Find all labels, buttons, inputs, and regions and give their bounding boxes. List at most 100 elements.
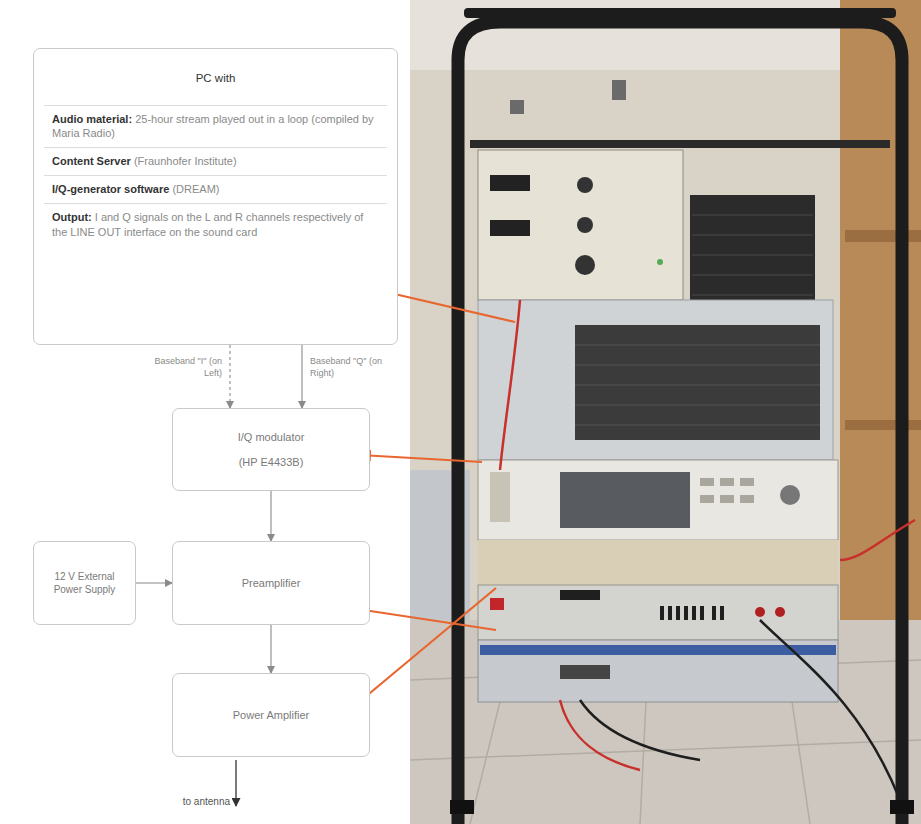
photo-detail bbox=[890, 800, 914, 814]
photo-detail bbox=[845, 230, 921, 242]
photo-detail bbox=[775, 607, 785, 617]
text-row: PC with bbox=[44, 49, 387, 105]
edge-label: Baseband "Q" (on Right) bbox=[310, 356, 392, 379]
signal-arrow bbox=[229, 345, 230, 408]
section-heading: I/Q-generator software bbox=[52, 183, 169, 195]
photo-detail bbox=[560, 472, 690, 528]
photo-detail bbox=[478, 150, 683, 300]
photo-detail bbox=[478, 585, 838, 640]
photo-detail bbox=[575, 405, 820, 406]
photo-detail bbox=[660, 606, 724, 620]
text-row: Content Server (Fraunhofer Institute) bbox=[44, 147, 387, 175]
photo-detail bbox=[700, 478, 754, 503]
photo-detail bbox=[845, 420, 921, 430]
photo-detail bbox=[410, 0, 921, 824]
section-heading: PC with bbox=[196, 72, 236, 84]
edge-label: Baseband "I" (on Left) bbox=[140, 356, 222, 379]
photo-detail bbox=[612, 80, 626, 100]
photo-detail bbox=[490, 598, 504, 610]
box-label: (HP E4433B) bbox=[239, 455, 304, 470]
photo-detail bbox=[692, 215, 813, 295]
photo-detail bbox=[700, 478, 714, 486]
section-text: I and Q signals on the L and R channels … bbox=[52, 211, 363, 238]
photo-detail bbox=[575, 255, 595, 275]
photo-detail bbox=[780, 485, 800, 505]
signal-arrow bbox=[270, 625, 271, 673]
section-text: (Fraunhofer Institute) bbox=[134, 155, 237, 167]
photo-detail bbox=[720, 478, 734, 486]
photo-detail bbox=[575, 345, 820, 346]
photo-detail bbox=[575, 385, 820, 386]
photo-detail bbox=[840, 0, 921, 620]
photo-detail bbox=[478, 640, 838, 702]
photo-detail bbox=[692, 255, 813, 256]
text-row: Output: I and Q signals on the L and R c… bbox=[44, 203, 387, 246]
photo-detail bbox=[700, 495, 714, 503]
text-row: Audio material: 25-hour stream played ou… bbox=[44, 105, 387, 148]
photo-detail bbox=[470, 140, 890, 148]
photo-detail bbox=[464, 8, 896, 18]
photo-detail bbox=[700, 606, 704, 620]
photo-detail bbox=[692, 215, 813, 216]
signal-arrow bbox=[270, 491, 271, 541]
photo-detail bbox=[720, 495, 734, 503]
photo-detail bbox=[692, 235, 813, 236]
photo-detail bbox=[560, 665, 610, 679]
photo-detail bbox=[720, 606, 724, 620]
photo-detail bbox=[840, 520, 915, 560]
photo-detail bbox=[560, 590, 600, 600]
photo-detail bbox=[490, 175, 530, 191]
modulator-box: I/Q modulator (HP E4433B) bbox=[172, 408, 370, 491]
photo-detail bbox=[410, 620, 921, 824]
photo-detail bbox=[684, 606, 688, 620]
photo-detail bbox=[668, 606, 672, 620]
box-label: Preamplifier bbox=[242, 576, 301, 591]
photo-detail bbox=[577, 217, 593, 233]
photo-detail bbox=[577, 177, 593, 193]
box-label: Power Amplifier bbox=[233, 708, 309, 723]
section-heading: Audio material: bbox=[52, 113, 132, 125]
photo-detail bbox=[510, 100, 524, 114]
photo-detail bbox=[690, 195, 815, 310]
photo-detail bbox=[478, 460, 838, 540]
power-amplifier-box: Power Amplifier bbox=[172, 673, 370, 757]
section-heading: Output: bbox=[52, 211, 92, 223]
photo-detail bbox=[676, 606, 680, 620]
photo-detail bbox=[490, 220, 530, 236]
callout-arrow bbox=[357, 609, 496, 630]
output-label: to antenna bbox=[150, 796, 230, 807]
photo-detail bbox=[490, 472, 510, 522]
photo-detail bbox=[575, 325, 820, 440]
photo-detail bbox=[712, 606, 716, 620]
antenna-lead bbox=[235, 760, 236, 806]
signal-arrow bbox=[136, 582, 172, 583]
photo-detail bbox=[740, 478, 754, 486]
box-label: I/Q modulator bbox=[238, 430, 305, 445]
photo-detail bbox=[478, 540, 838, 585]
photo-detail bbox=[692, 275, 813, 276]
photo-detail bbox=[478, 300, 833, 460]
callout-arrow bbox=[386, 292, 515, 322]
signal-arrow bbox=[301, 345, 302, 408]
power-supply-box: 12 V External Power Supply bbox=[33, 541, 136, 625]
photo-detail bbox=[500, 300, 915, 800]
box-label: 12 V External Power Supply bbox=[42, 570, 127, 597]
photo-detail bbox=[500, 300, 520, 470]
photo-detail bbox=[410, 620, 921, 824]
photo-detail bbox=[450, 800, 474, 814]
preamplifier-box: Preamplifier bbox=[172, 541, 370, 625]
callout-arrow bbox=[352, 588, 496, 708]
photo-detail bbox=[575, 425, 820, 426]
photo-detail bbox=[458, 22, 902, 824]
photo-detail bbox=[480, 645, 836, 655]
photo-detail bbox=[580, 700, 700, 760]
photo-detail bbox=[692, 606, 696, 620]
photo-detail bbox=[560, 700, 640, 770]
section-heading: Content Server bbox=[52, 155, 131, 167]
computer-box: PC withAudio material: 25-hour stream pl… bbox=[33, 48, 398, 345]
photo-detail bbox=[575, 345, 820, 425]
text-row: I/Q-generator software (DREAM) bbox=[44, 175, 387, 203]
photo-detail bbox=[575, 365, 820, 366]
photo-detail bbox=[755, 607, 765, 617]
